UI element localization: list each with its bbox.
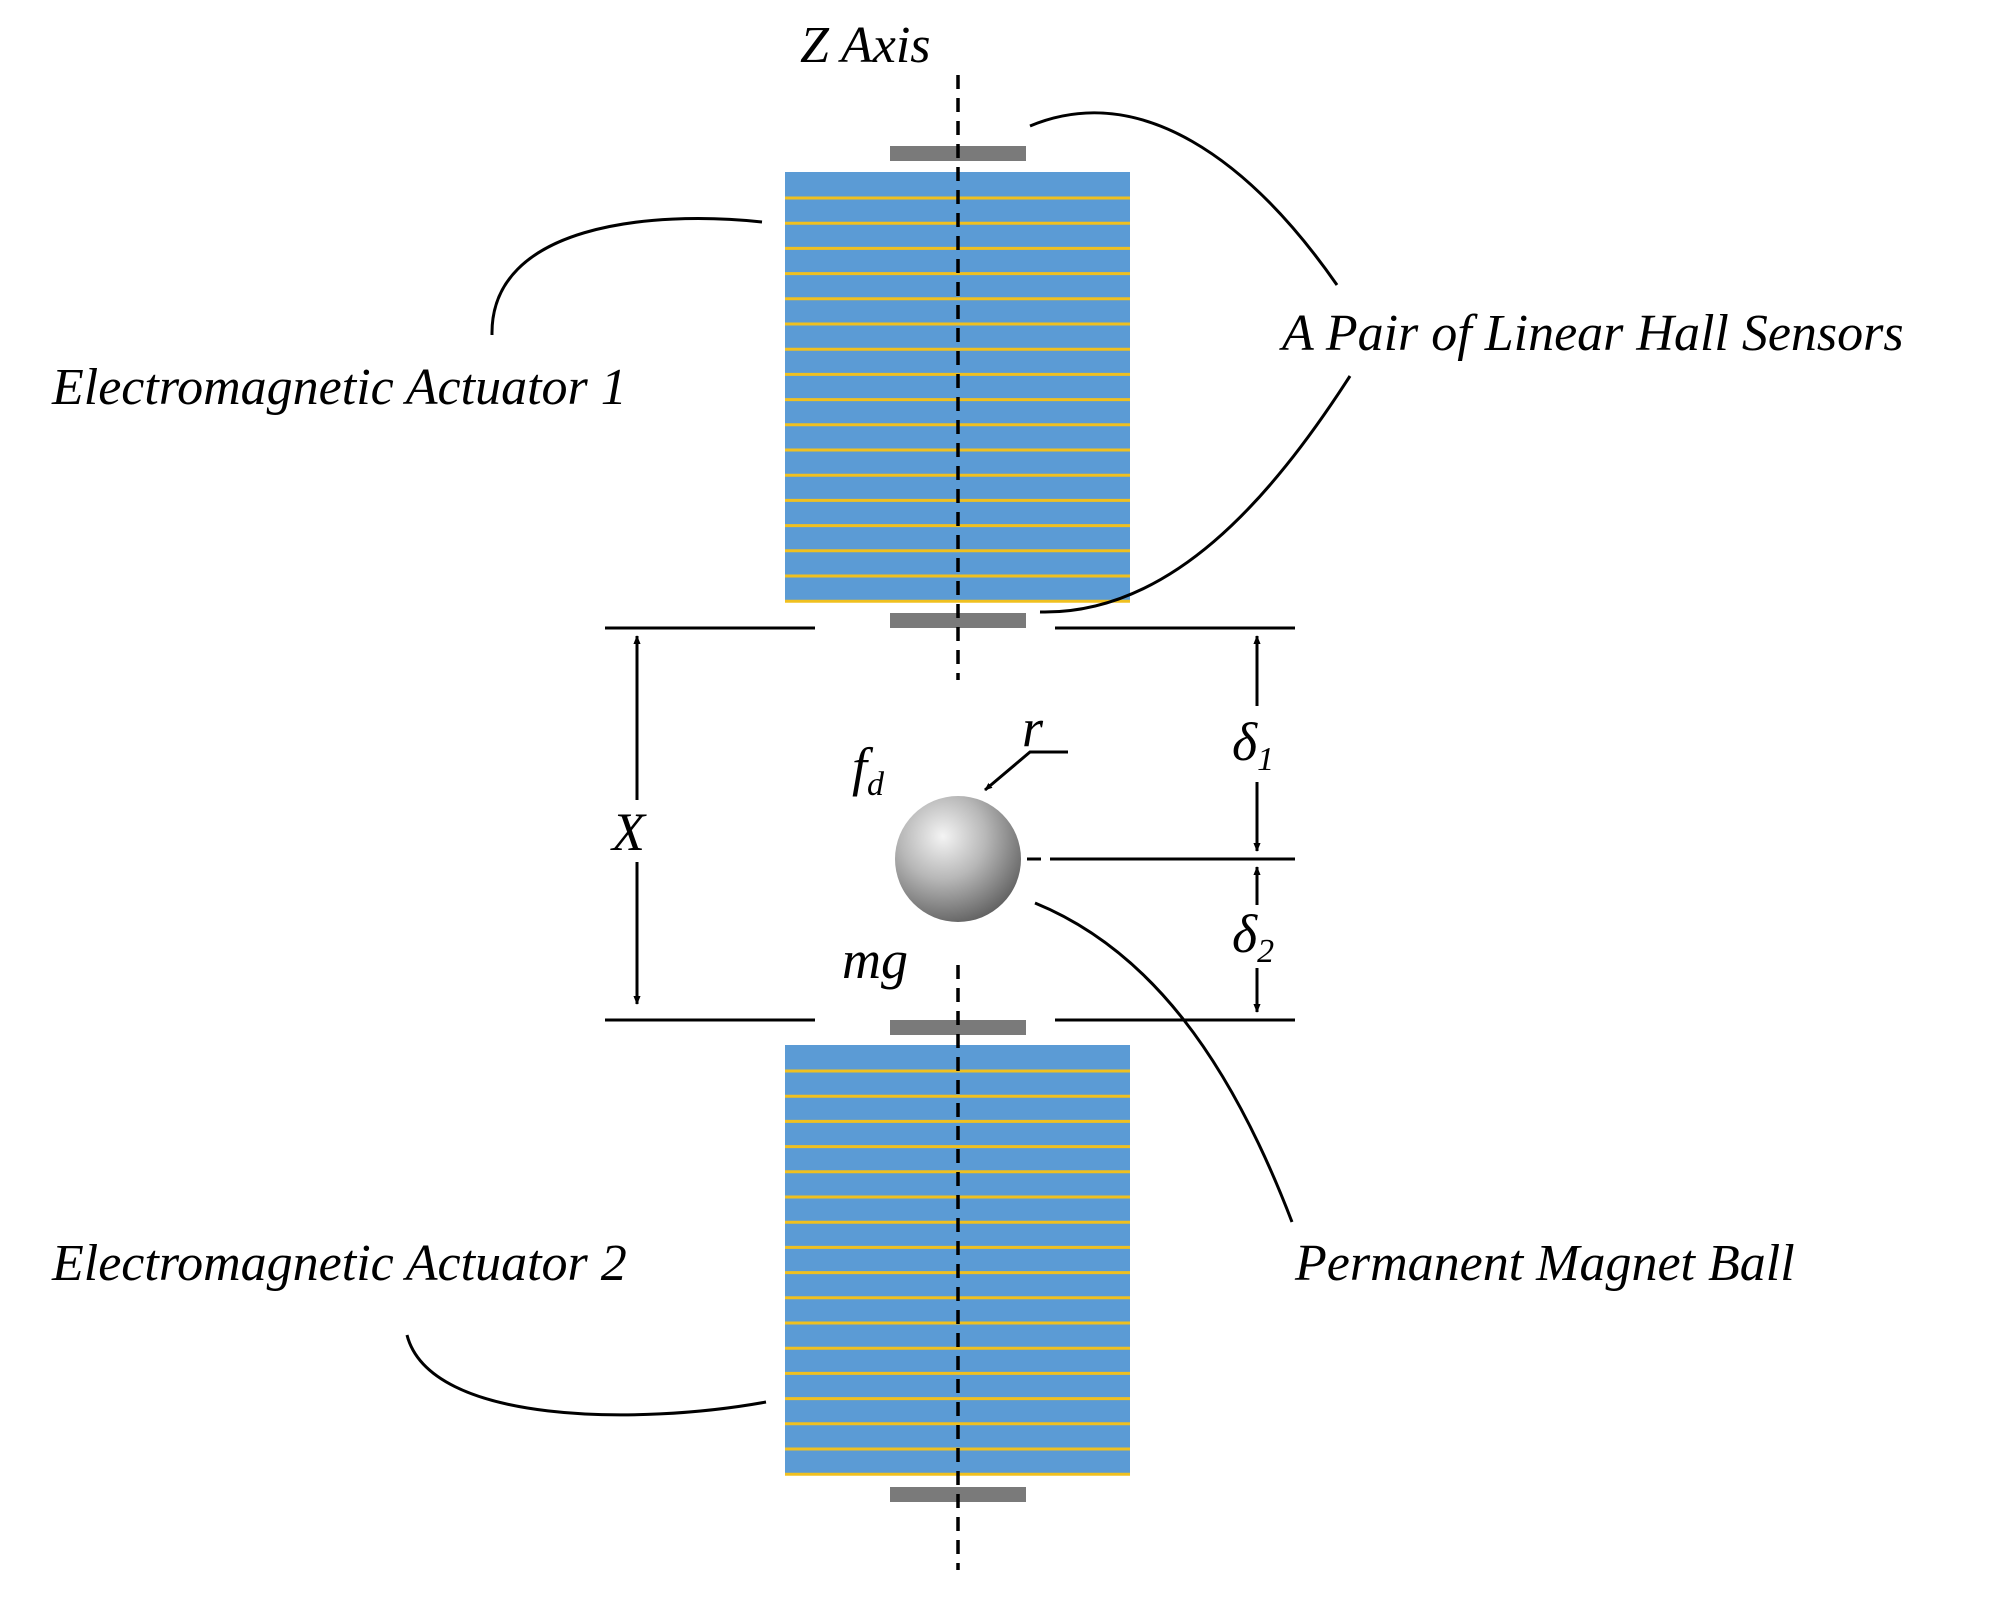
leader-hall-top	[1029, 111, 1339, 286]
delta2-label: δ2	[1232, 904, 1274, 970]
delta1-main: δ	[1232, 712, 1258, 772]
delta1-subscript: 1	[1257, 741, 1274, 778]
leader-magnet-ball	[1034, 901, 1294, 1223]
z-axis-label: Z Axis	[800, 17, 931, 74]
delta2-subscript: 2	[1257, 933, 1274, 970]
fd-subscript: d	[867, 766, 885, 803]
leader-curves	[405, 111, 1352, 1417]
x-label: X	[610, 802, 647, 862]
disturbance-force-label: fd	[852, 737, 885, 803]
leader-hall-bottom	[1039, 375, 1352, 614]
radius-leader	[984, 750, 1068, 792]
gap-boundaries	[605, 626, 1295, 1022]
leader-actuator-2	[405, 1334, 767, 1417]
actuator-2-top-plate	[890, 1020, 1026, 1035]
r-label: r	[1022, 698, 1044, 758]
gravity-label: mg	[842, 930, 908, 990]
delta1-label: δ1	[1232, 712, 1274, 778]
actuator-1-label: Electromagnetic Actuator 1	[51, 359, 627, 416]
leader-actuator-1	[490, 217, 763, 336]
permanent-magnet-ball	[895, 796, 1021, 922]
actuator-2-label: Electromagnetic Actuator 2	[51, 1235, 627, 1292]
hall-sensor-bottom	[890, 613, 1026, 628]
delta2-main: δ	[1232, 904, 1258, 964]
magnet-ball-label: Permanent Magnet Ball	[1294, 1235, 1795, 1292]
hall-sensors-label: A Pair of Linear Hall Sensors	[1279, 305, 1904, 362]
